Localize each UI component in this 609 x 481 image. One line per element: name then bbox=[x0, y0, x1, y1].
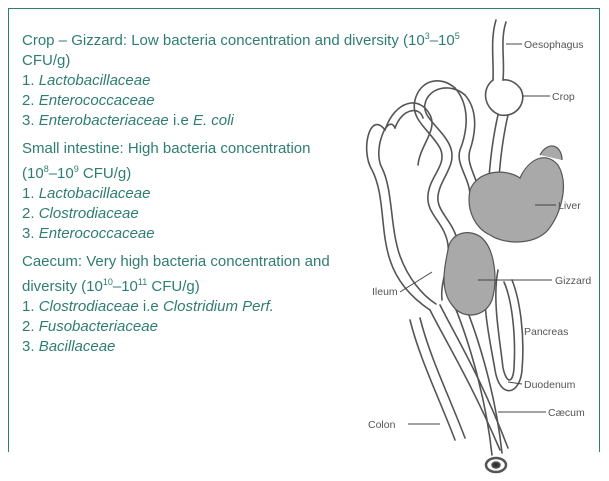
label-liver: Liver bbox=[558, 200, 581, 212]
list-item: 2. Clostrodiaceae bbox=[22, 204, 322, 224]
exponent: 10 bbox=[103, 277, 113, 287]
oesophagus-tube bbox=[503, 22, 506, 80]
small-intestine-loop bbox=[455, 88, 470, 200]
item-number: 3. bbox=[22, 112, 39, 129]
digestive-tract-diagram: Oesophagus Crop Liver Gizzard Ileum Panc… bbox=[330, 12, 602, 477]
label-gizzard: Gizzard bbox=[555, 275, 591, 287]
bacteria-name: Lactobacillaceae bbox=[39, 185, 151, 202]
label-colon: Colon bbox=[368, 419, 396, 431]
label-duodenum: Duodenum bbox=[524, 379, 576, 391]
ileum-loop bbox=[367, 125, 430, 310]
bacteria-example: E. coli bbox=[193, 112, 234, 129]
header-text: –10 bbox=[113, 278, 138, 295]
section-header: Small intestine: High bacteria concentra… bbox=[22, 139, 322, 184]
section-caecum: Caecum: Very high bacteria concentration… bbox=[22, 252, 357, 357]
ileum-loop bbox=[379, 124, 436, 304]
label-caecum: Cæcum bbox=[548, 407, 585, 419]
bacteria-name: Clostrodiaceae bbox=[39, 298, 139, 315]
section-header: Caecum: Very high bacteria concentration… bbox=[22, 252, 357, 297]
list-item: 1. Lactobacillaceae bbox=[22, 184, 322, 204]
caecum-tube bbox=[410, 320, 455, 440]
liver-shape bbox=[469, 158, 563, 242]
crop-shape bbox=[486, 80, 523, 115]
item-number: 1. bbox=[22, 298, 39, 315]
label-crop: Crop bbox=[552, 91, 575, 103]
header-text: CFU/g) bbox=[147, 278, 200, 295]
bacteria-name: Enterococcaceae bbox=[39, 92, 155, 109]
item-note: i.e bbox=[169, 112, 193, 129]
label-ileum: Ileum bbox=[372, 286, 398, 298]
label-pancreas: Pancreas bbox=[524, 326, 568, 338]
item-number: 2. bbox=[22, 205, 39, 222]
list-item: 2. Fusobacteriaceae bbox=[22, 317, 357, 337]
label-oesophagus: Oesophagus bbox=[524, 39, 584, 51]
section-small-intestine: Small intestine: High bacteria concentra… bbox=[22, 139, 322, 244]
item-number: 3. bbox=[22, 338, 39, 355]
bacteria-name: Lactobacillaceae bbox=[39, 72, 151, 89]
header-text: CFU/g) bbox=[22, 52, 70, 69]
bacteria-name: Clostrodiaceae bbox=[39, 205, 139, 222]
item-number: 1. bbox=[22, 185, 39, 202]
bacteria-name: Enterococcaceae bbox=[39, 225, 155, 242]
item-note: i.e bbox=[139, 298, 163, 315]
duodenal-loop bbox=[496, 270, 515, 380]
gizzard-shape bbox=[444, 233, 495, 315]
bacteria-name: Enterobacteriaceae bbox=[39, 112, 169, 129]
cloaca-opening-inner bbox=[492, 462, 500, 468]
bacteria-name: Bacillaceae bbox=[39, 338, 116, 355]
list-item: 3. Bacillaceae bbox=[22, 337, 357, 357]
item-number: 3. bbox=[22, 225, 39, 242]
list-item: 1. Clostrodiaceae i.e Clostridium Perf. bbox=[22, 297, 357, 317]
exponent: 11 bbox=[138, 277, 147, 287]
oesophagus-tube bbox=[493, 20, 496, 80]
header-text: CFU/g) bbox=[79, 165, 132, 182]
bacteria-name: Fusobacteriaceae bbox=[39, 318, 158, 335]
bacteria-example: Clostridium Perf. bbox=[163, 298, 274, 315]
leader-ileum bbox=[400, 272, 432, 292]
leader-duodenum bbox=[508, 382, 522, 384]
item-number: 2. bbox=[22, 318, 39, 335]
item-number: 1. bbox=[22, 72, 39, 89]
list-item: 3. Enterococcaceae bbox=[22, 224, 322, 244]
caecum-tube bbox=[420, 318, 465, 438]
header-text: –10 bbox=[49, 165, 74, 182]
item-number: 2. bbox=[22, 92, 39, 109]
